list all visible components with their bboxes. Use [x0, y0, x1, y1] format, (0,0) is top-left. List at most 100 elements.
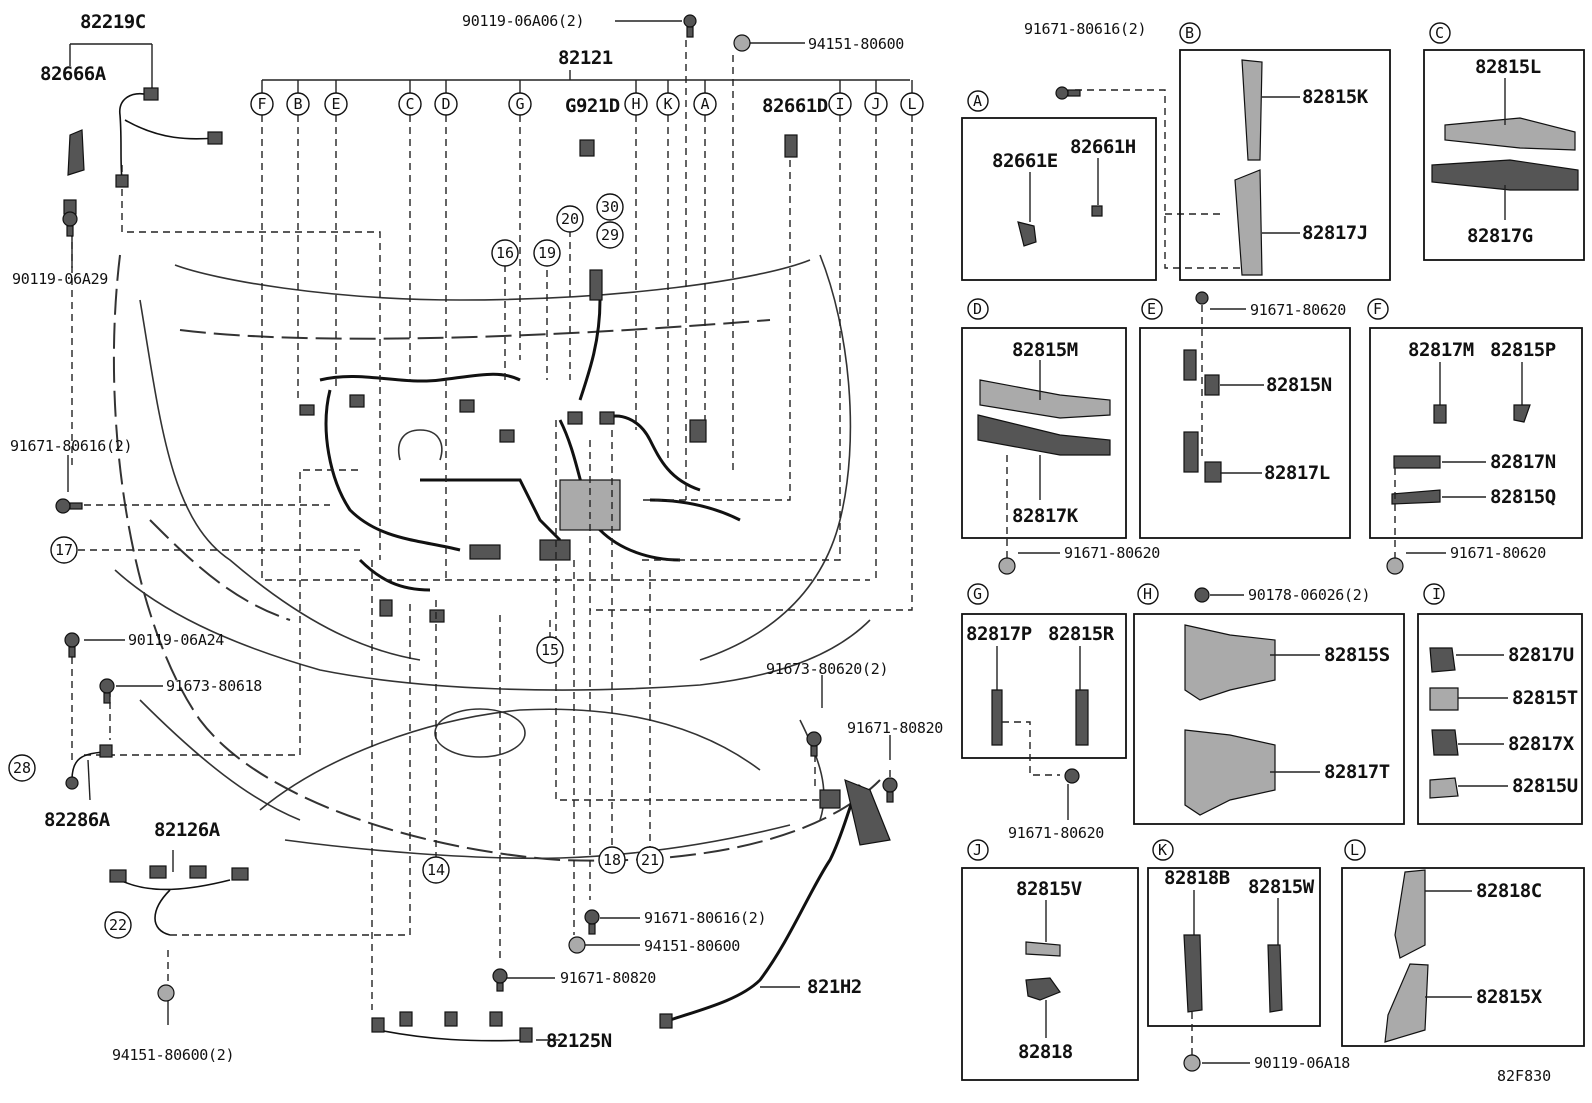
label-91673-80618: 91673-80618	[166, 677, 262, 695]
callout-number-text: 30	[601, 198, 619, 216]
callout-letter-E: E	[324, 80, 348, 116]
part-82219C-harness	[115, 87, 223, 188]
callout-letter-G: G	[508, 80, 532, 116]
leader-lines	[71, 40, 1245, 1010]
panel-B-part-2: 82817J	[1302, 222, 1368, 244]
callout-letter-text: I	[835, 95, 844, 113]
panel-E-part-1: 82815N	[1266, 374, 1332, 396]
panel-I-part-3: 82817X	[1508, 733, 1575, 755]
callout-letter-D: D	[434, 80, 458, 116]
label-90119-06A29: 90119-06A29	[12, 270, 108, 288]
panel-G-letter: G	[973, 585, 982, 603]
panel-H-letter: H	[1143, 585, 1152, 603]
panel-F: F 82817M 82815P 82817N 82815Q 91671-8062…	[1367, 298, 1583, 575]
label-91671-80616-top: 91671-80616(2)	[1024, 20, 1146, 38]
detail-panels: A 82661E 82661H B 82815K 82817J C	[961, 22, 1585, 1081]
callout-letter-text: D	[441, 95, 450, 113]
label-82661D: 82661D	[762, 95, 828, 117]
panel-D-fastener: 91671-80620	[1064, 544, 1160, 562]
panel-E: E 91671-80620 82815N 82817L	[1139, 291, 1351, 539]
panel-D-part-1: 82815M	[1012, 339, 1078, 361]
panel-H-part-2: 82817T	[1324, 761, 1390, 783]
callout-number-text: 17	[55, 541, 73, 559]
panel-G-part-2: 82815R	[1048, 623, 1115, 645]
panel-K-part-1: 82818B	[1164, 867, 1230, 889]
part-821H2-harness	[659, 779, 891, 1029]
panel-L: L 82818C 82815X	[1341, 839, 1585, 1047]
callout-number-text: 28	[13, 759, 31, 777]
label-91673-80620: 91673-80620(2)	[766, 660, 888, 678]
callout-number-22: 22	[104, 911, 132, 939]
panel-L-part-1: 82818C	[1476, 880, 1542, 902]
callout-number-text: 14	[427, 861, 445, 879]
callout-letter-A: A	[693, 80, 717, 116]
main-labels: 82219C 82666A 82121 G921D 82661D 82286A …	[10, 11, 1147, 1064]
callout-number-21: 21	[636, 846, 664, 874]
callout-number-20: 20	[556, 205, 584, 233]
label-G921D: G921D	[565, 95, 620, 117]
callout-number-15: 15	[536, 636, 564, 664]
label-90119-06A06: 90119-06A06(2)	[462, 12, 584, 30]
panel-I-letter: I	[1432, 585, 1441, 603]
fastener-leaders	[67, 20, 891, 1041]
panel-H: H 90178-06026(2) 82815S 82817T	[1133, 583, 1405, 825]
label-91671-80616-bottom: 91671-80616(2)	[644, 909, 766, 927]
part-82286A-bracket	[65, 744, 113, 790]
panel-E-part-2: 82817L	[1264, 462, 1330, 484]
callout-letter-text: E	[331, 95, 340, 113]
callout-number-29: 29	[596, 221, 624, 249]
panel-F-fastener: 91671-80620	[1450, 544, 1546, 562]
panel-F-part-2: 82815P	[1490, 339, 1556, 361]
label-82121: 82121	[558, 47, 613, 69]
callout-number-17: 17	[50, 536, 78, 564]
panel-G-fastener: 91671-80620	[1008, 824, 1104, 842]
callout-number-text: 15	[541, 641, 559, 659]
callout-letter-text: L	[907, 95, 916, 113]
panel-L-letter: L	[1350, 841, 1359, 859]
panel-J-part-1: 82815V	[1016, 878, 1082, 900]
panel-C-part-1: 82815L	[1475, 56, 1541, 78]
callout-number-text: 20	[561, 210, 579, 228]
panel-I-part-4: 82815U	[1512, 775, 1578, 797]
label-91671-80820-bottom: 91671-80820	[560, 969, 656, 987]
callout-letter-text: G	[515, 95, 524, 113]
label-82286A: 82286A	[44, 809, 111, 831]
label-90119-06A24: 90119-06A24	[128, 631, 224, 649]
panel-K-letter: K	[1158, 841, 1167, 859]
panel-D: D 82815M 82817K 91671-80620	[961, 298, 1161, 575]
fastener-icons	[55, 14, 1081, 1002]
vehicle-outline	[112, 254, 881, 862]
panel-K: K 82818B 82815W 90119-06A18	[1147, 839, 1351, 1072]
panel-H-fastener: 90178-06026(2)	[1248, 586, 1370, 604]
callout-letter-text: J	[871, 95, 880, 113]
callout-number-text: 22	[109, 916, 127, 934]
part-82666A-bracket	[63, 129, 85, 215]
callout-number-19: 19	[533, 239, 561, 267]
panel-F-letter: F	[1373, 300, 1382, 318]
label-82125N: 82125N	[546, 1030, 612, 1052]
panel-C-letter: C	[1435, 24, 1444, 42]
callout-letter-B: B	[286, 80, 310, 116]
panel-L-part-2: 82815X	[1476, 986, 1543, 1008]
panel-G-part-1: 82817P	[966, 623, 1032, 645]
part-82125N-harness	[371, 1011, 533, 1043]
panel-E-letter: E	[1147, 300, 1156, 318]
callout-letter-text: C	[405, 95, 414, 113]
callout-letter-text: K	[663, 95, 672, 113]
engine-room-harness	[299, 134, 798, 623]
callout-number-text: 29	[601, 226, 619, 244]
panel-D-part-2: 82817K	[1012, 505, 1079, 527]
panel-B: B 82815K 82817J	[1179, 22, 1391, 281]
part-82126A-harness	[109, 865, 249, 936]
callout-number-text: 18	[603, 851, 621, 869]
callout-number-18: 18	[598, 846, 626, 874]
diagram-id: 82F830	[1497, 1067, 1551, 1085]
panel-C-part-2: 82817G	[1467, 225, 1533, 247]
callout-letter-text: B	[293, 95, 302, 113]
panel-E-fastener: 91671-80620	[1250, 301, 1346, 319]
callout-letter-text: H	[631, 95, 640, 113]
callout-letter-I: I	[828, 80, 852, 116]
panel-B-letter: B	[1185, 24, 1194, 42]
